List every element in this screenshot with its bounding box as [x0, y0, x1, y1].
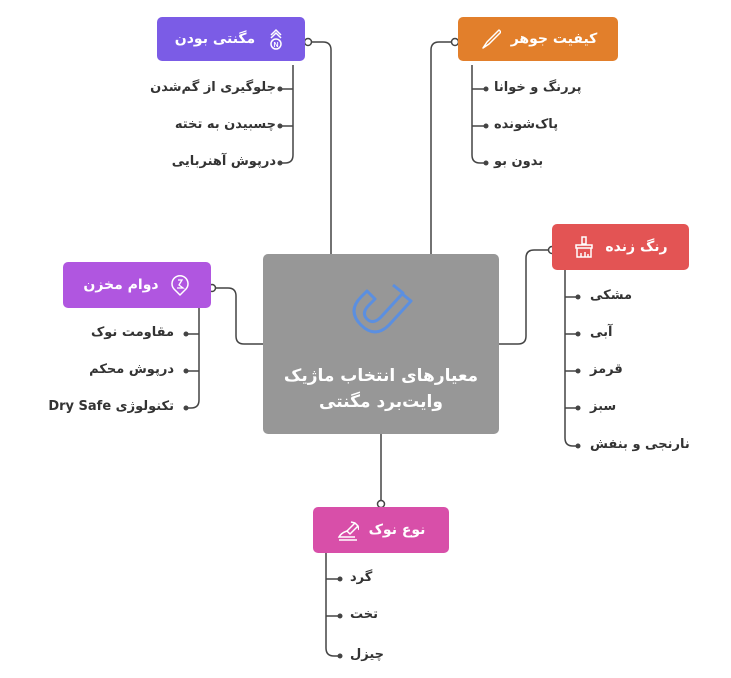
location-pin-icon — [169, 274, 191, 296]
branch-ink[interactable]: کیفیت جوهر — [458, 17, 618, 61]
branch-durability-label: دوام مخزن — [83, 277, 159, 293]
branch-durability[interactable]: دوام مخزن — [63, 262, 211, 308]
magnet-icon — [341, 273, 421, 357]
branch-magnetic[interactable]: N مگنتی بودن — [157, 17, 305, 61]
list-item: چسبیدن به تخته — [174, 117, 276, 132]
center-node[interactable]: معیارهای انتخاب ماژیک وایت‌برد مگنتی — [263, 254, 499, 434]
branch-magnetic-label: مگنتی بودن — [174, 31, 256, 47]
list-item: جلوگیری از گم‌شدن — [150, 80, 276, 95]
list-item: قرمز — [590, 362, 623, 377]
paint-brush-icon — [573, 236, 595, 258]
list-item: مقاومت نوک — [90, 325, 174, 340]
pen-tool-icon — [337, 519, 359, 541]
list-item: آبی — [590, 325, 613, 340]
list-item: درپوش محکم — [89, 362, 174, 377]
branch-ink-label: کیفیت جوهر — [510, 31, 598, 47]
branch-colors[interactable]: رنگ زنده — [552, 224, 689, 270]
list-item: درپوش آهنربایی — [171, 154, 276, 169]
center-title-line2: وایت‌برد مگنتی — [319, 392, 443, 412]
svg-text:N: N — [274, 42, 279, 49]
magnet-n-icon: N — [265, 28, 287, 50]
branch-tip-label: نوع نوک — [368, 522, 426, 538]
list-item: پررنگ و خوانا — [494, 80, 582, 95]
branch-tip[interactable]: نوع نوک — [313, 507, 449, 553]
list-item: نارنجی و بنفش — [590, 437, 690, 452]
pen-nib-icon — [479, 28, 501, 50]
list-item: گرد — [350, 570, 373, 585]
center-title-line1: معیارهای انتخاب ماژیک — [283, 366, 479, 386]
list-item: تکنولوژی Dry Safe — [48, 399, 174, 414]
list-item: پاک‌شونده — [494, 117, 559, 132]
branch-colors-label: رنگ زنده — [605, 239, 668, 255]
list-item: چیزل — [350, 647, 385, 662]
list-item: بدون بو — [494, 154, 544, 169]
list-item: مشکی — [590, 288, 632, 303]
list-item: تخت — [350, 607, 379, 622]
list-item: سبز — [590, 399, 617, 414]
